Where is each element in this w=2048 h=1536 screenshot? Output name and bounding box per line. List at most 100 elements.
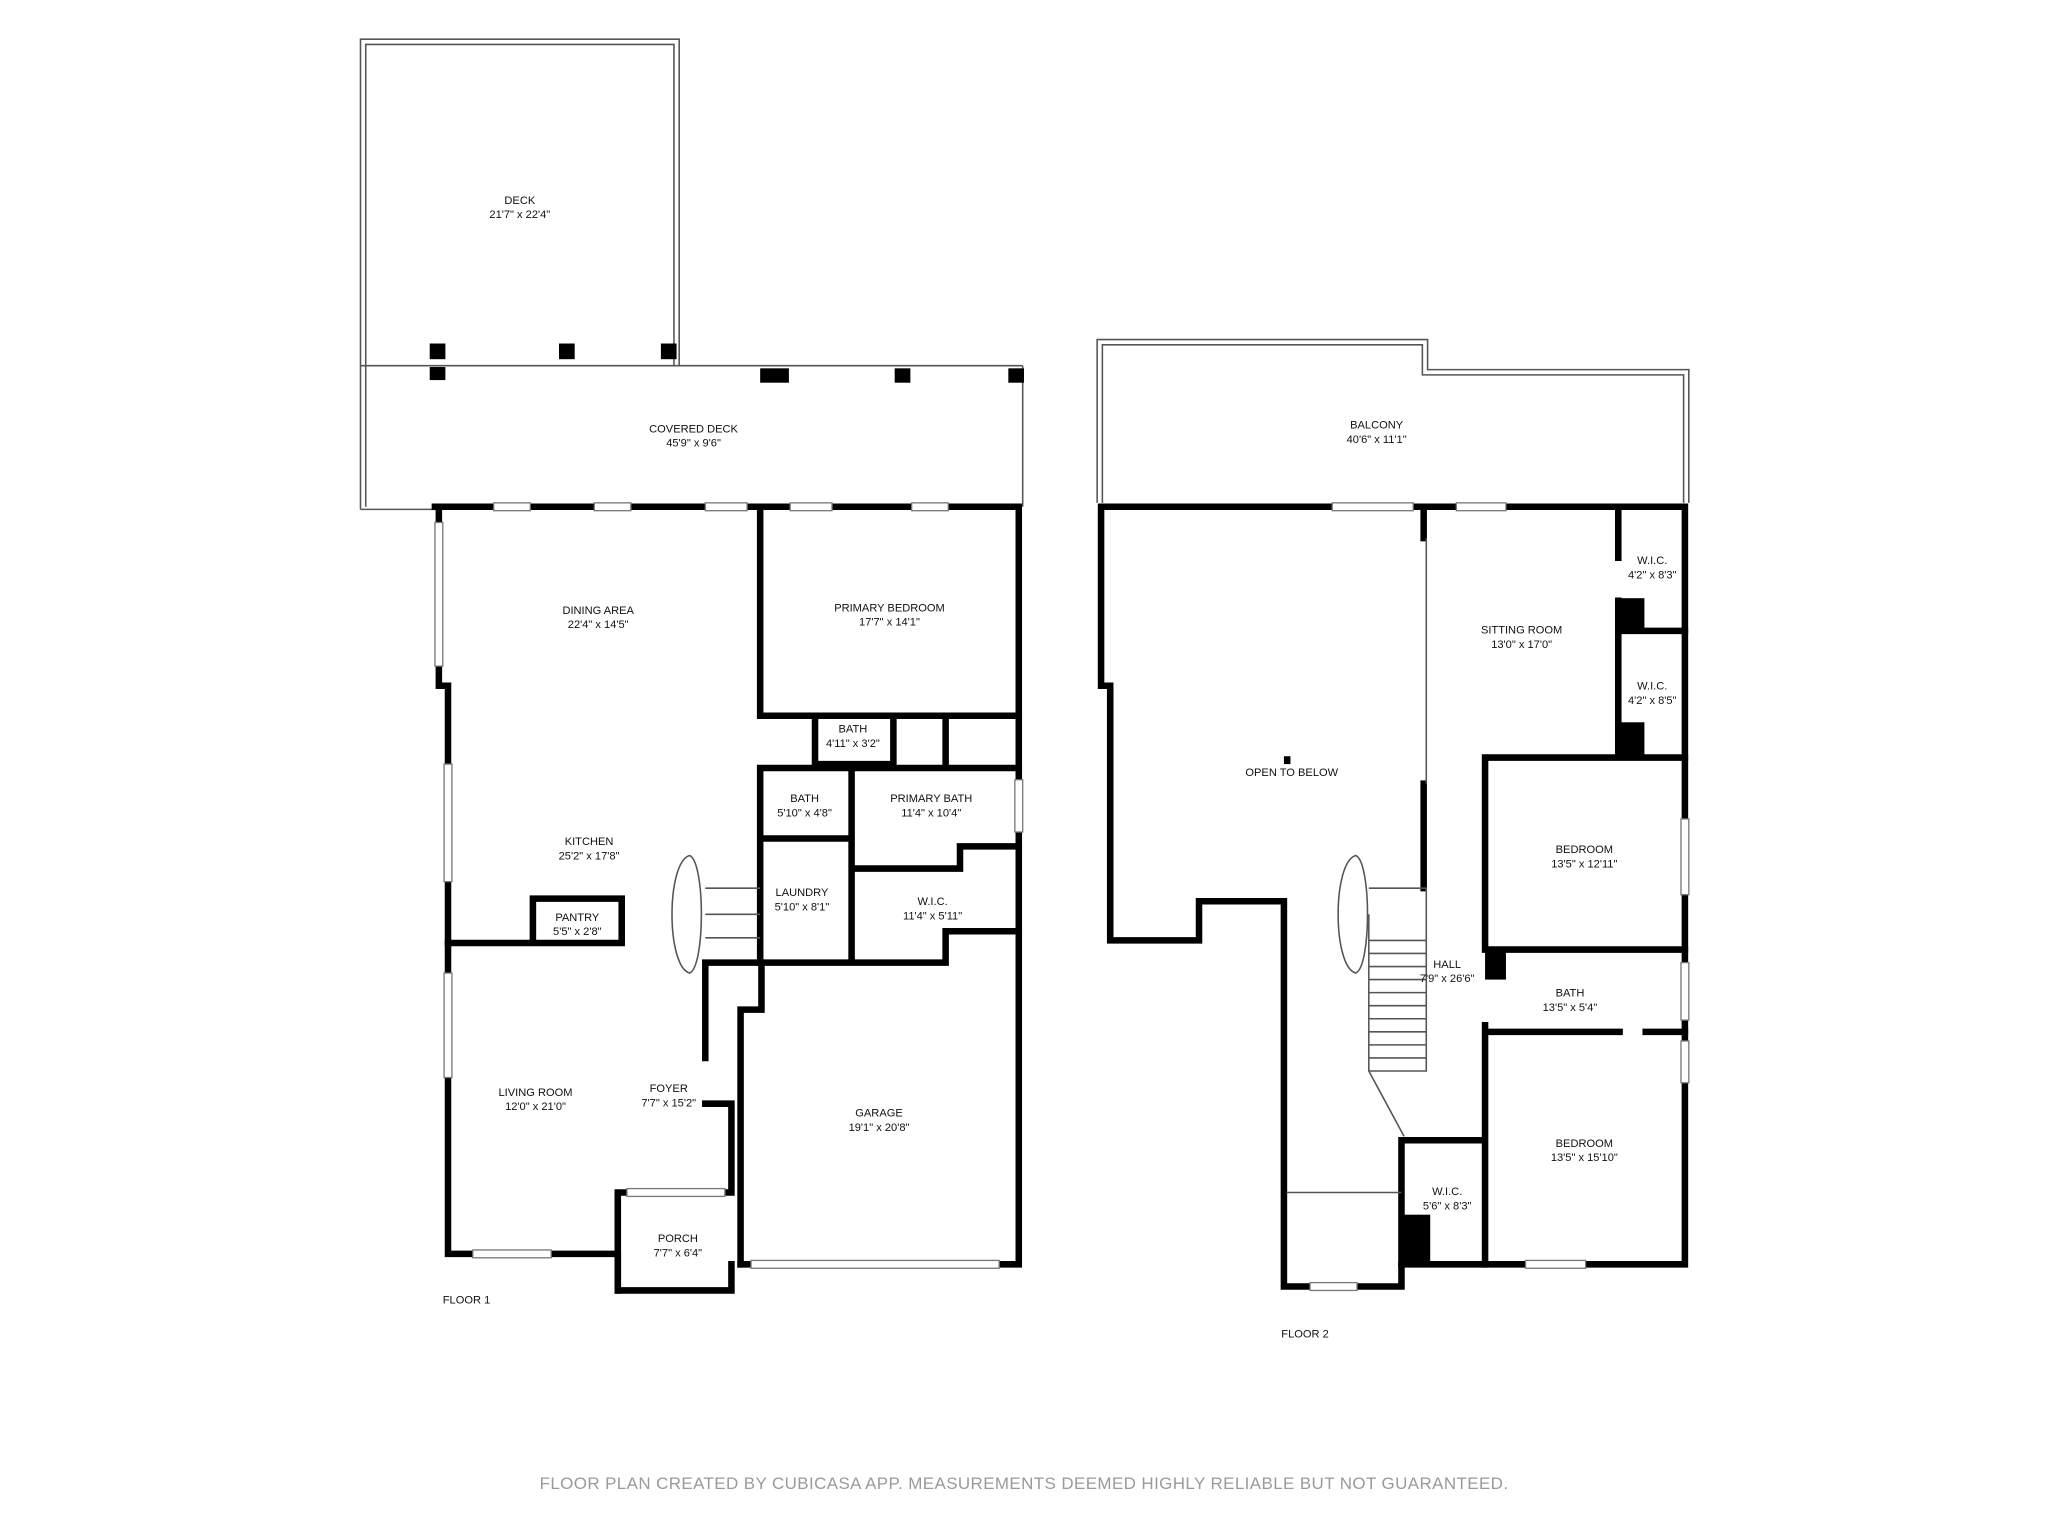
room-name: BATH bbox=[1556, 988, 1585, 1000]
window bbox=[626, 1187, 726, 1198]
room-size: 11'4" x 10'4" bbox=[901, 807, 961, 819]
room-size: 22'4" x 14'5" bbox=[568, 619, 629, 631]
covered-deck-outline bbox=[360, 364, 1024, 511]
stairs bbox=[1368, 939, 1427, 1137]
window bbox=[443, 763, 453, 883]
room-name: DINING AREA bbox=[562, 605, 634, 617]
post bbox=[429, 367, 446, 381]
room-size: 45'9" x 9'6" bbox=[666, 438, 721, 450]
room-name: BEDROOM bbox=[1556, 844, 1613, 856]
room-size: 5'10" x 4'8" bbox=[777, 807, 832, 819]
room-size: 13'5" x 15'10" bbox=[1551, 1152, 1618, 1164]
room-name: PORCH bbox=[658, 1233, 698, 1245]
room-name: W.I.C. bbox=[1637, 555, 1667, 567]
interior-walls bbox=[756, 503, 1023, 966]
room-size: 13'0" x 17'0" bbox=[1491, 639, 1552, 651]
closet-block bbox=[1618, 722, 1645, 758]
window bbox=[472, 1249, 552, 1259]
floor-1-plan: DECK 21'7" x 22'4" COVERED DECK 45'9" x … bbox=[359, 38, 1024, 1307]
post bbox=[660, 343, 677, 360]
room-size: 25'2" x 17'8" bbox=[559, 850, 620, 862]
room-size: 13'5" x 5'4" bbox=[1543, 1002, 1598, 1014]
room-name: KITCHEN bbox=[565, 836, 614, 848]
window bbox=[434, 521, 444, 667]
room-size: 4'2" x 8'3" bbox=[1628, 570, 1677, 582]
room-size: 11'4" x 5'11" bbox=[903, 911, 962, 923]
deck-outline-inner bbox=[364, 43, 675, 507]
room-size: 7'9" x 26'6" bbox=[1420, 973, 1475, 985]
window bbox=[1524, 1259, 1587, 1269]
foyer-walls bbox=[614, 959, 765, 1294]
hall-lines bbox=[1286, 538, 1428, 1194]
room-name: BEDROOM bbox=[1556, 1138, 1613, 1150]
post bbox=[559, 343, 575, 360]
post bbox=[1008, 368, 1024, 383]
room-size: 7'7" x 15'2" bbox=[641, 1097, 696, 1109]
window bbox=[1014, 779, 1024, 833]
post bbox=[894, 368, 911, 383]
floor-2-labels: BALCONY 40'6" x 11'1" SITTING ROOM 13'0"… bbox=[1245, 419, 1676, 1340]
room-size: 4'2" x 8'5" bbox=[1628, 695, 1677, 707]
room-size: 13'5" x 12'11" bbox=[1551, 858, 1617, 870]
garage-door bbox=[750, 1259, 1000, 1269]
window bbox=[1455, 502, 1507, 512]
stairs bbox=[705, 887, 761, 939]
window bbox=[704, 502, 748, 512]
room-name: LAUNDRY bbox=[776, 887, 829, 899]
room-size: 5'6" x 8'3" bbox=[1423, 1200, 1472, 1212]
window bbox=[789, 502, 833, 512]
exterior-walls bbox=[1097, 503, 1689, 1290]
pantry-walls bbox=[444, 895, 625, 947]
room-name: OPEN TO BELOW bbox=[1245, 767, 1338, 779]
room-name: BATH bbox=[839, 724, 868, 736]
deck-outline bbox=[359, 38, 680, 510]
room-name: LIVING ROOM bbox=[499, 1087, 573, 1099]
closet-block bbox=[1618, 598, 1645, 631]
floor-1-labels: DECK 21'7" x 22'4" COVERED DECK 45'9" x … bbox=[443, 195, 972, 1307]
window bbox=[1309, 1281, 1358, 1292]
column bbox=[1283, 756, 1291, 765]
floor-2-plan: BALCONY 40'6" x 11'1" SITTING ROOM 13'0"… bbox=[1096, 338, 1690, 1340]
window bbox=[911, 502, 949, 512]
room-name: GARAGE bbox=[855, 1108, 902, 1120]
post bbox=[760, 368, 789, 383]
room-name: PRIMARY BATH bbox=[890, 793, 972, 805]
room-size: 5'10" x 8'1" bbox=[775, 901, 830, 913]
floor-1-label: FLOOR 1 bbox=[443, 1295, 490, 1307]
room-size: 5'5" x 2'8" bbox=[553, 926, 602, 938]
window bbox=[1680, 961, 1690, 1021]
post bbox=[429, 343, 446, 360]
balcony-outline bbox=[1096, 338, 1690, 503]
stair-rail bbox=[671, 854, 703, 974]
room-name: COVERED DECK bbox=[649, 423, 738, 435]
room-name: HALL bbox=[1433, 959, 1461, 971]
room-name: BATH bbox=[790, 793, 819, 805]
room-size: 19'1" x 20'8" bbox=[849, 1122, 910, 1134]
room-size: 12'0" x 21'0" bbox=[505, 1101, 566, 1113]
stair-rail bbox=[1337, 854, 1369, 974]
room-name: SITTING ROOM bbox=[1481, 624, 1562, 636]
room-name: W.I.C. bbox=[917, 896, 947, 908]
room-size: 40'6" x 11'1" bbox=[1347, 434, 1407, 446]
room-size: 7'7" x 6'4" bbox=[654, 1247, 703, 1259]
floor-2-label: FLOOR 2 bbox=[1281, 1328, 1328, 1340]
room-name: PANTRY bbox=[555, 912, 600, 924]
window bbox=[1680, 1040, 1690, 1084]
window bbox=[443, 972, 453, 1079]
room-name: W.I.C. bbox=[1637, 681, 1667, 693]
closet-block bbox=[1485, 950, 1506, 980]
room-name: PRIMARY BEDROOM bbox=[834, 602, 945, 614]
window bbox=[493, 502, 531, 512]
room-size: 4'11" x 3'2" bbox=[826, 738, 880, 750]
room-name: W.I.C. bbox=[1432, 1186, 1462, 1198]
window bbox=[1680, 818, 1690, 896]
room-name: DECK bbox=[504, 195, 535, 207]
room-name: FOYER bbox=[650, 1083, 688, 1095]
footer-disclaimer: FLOOR PLAN CREATED BY CUBICASA APP. MEAS… bbox=[540, 1474, 1509, 1493]
room-name: BALCONY bbox=[1350, 419, 1404, 431]
room-size: 21'7" x 22'4" bbox=[489, 209, 550, 221]
closet-block bbox=[1401, 1214, 1431, 1265]
window bbox=[593, 502, 632, 512]
room-size: 17'7" x 14'1" bbox=[859, 617, 920, 629]
